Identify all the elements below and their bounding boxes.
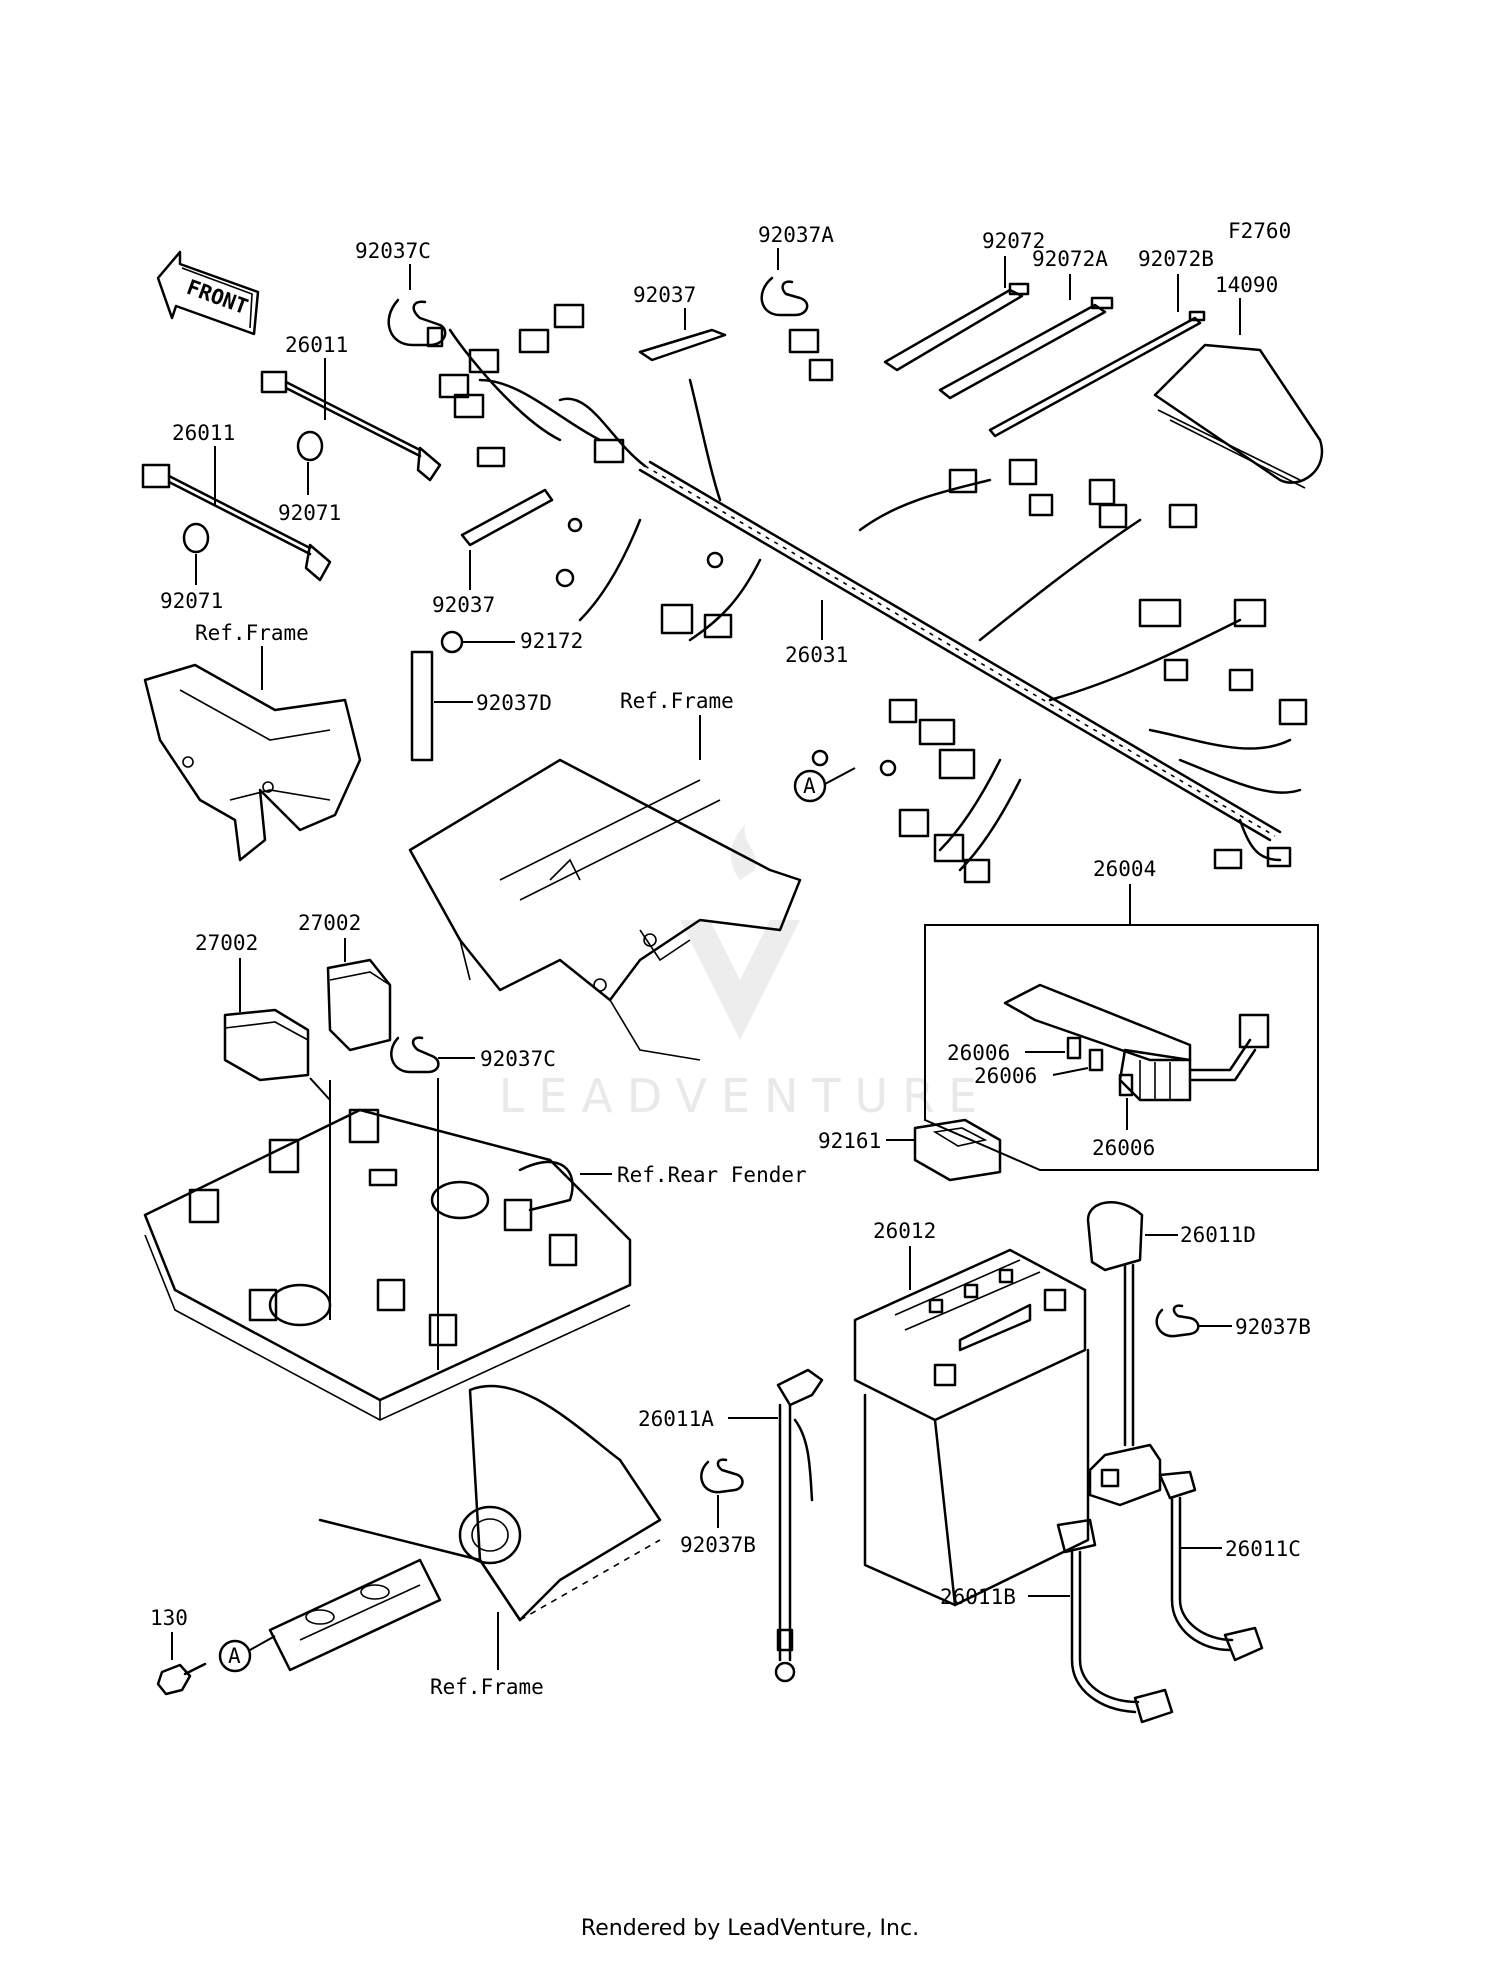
label-92037C-top: 92037C	[355, 239, 431, 263]
fuse-26006-c	[1118, 1073, 1134, 1097]
box-26004	[924, 924, 1319, 1171]
label-92037D: 92037D	[476, 691, 552, 715]
label-92072A: 92072A	[1032, 247, 1108, 271]
label-92037B-left: 92037B	[680, 1533, 756, 1557]
label-26004: 26004	[1093, 857, 1156, 881]
leadventure-watermark: LEADVENTURE	[499, 825, 992, 1123]
label-92037B-right: 92037B	[1235, 1315, 1311, 1339]
grommet-92071-upper	[296, 430, 324, 462]
ref-frame-top: Ref.Frame	[195, 621, 309, 645]
lead-26011-upper	[260, 370, 442, 482]
callout-A-harness-text: A	[803, 774, 816, 798]
tie-strap-92072	[883, 282, 1030, 372]
strip-92037-top	[638, 328, 727, 362]
label-26006-c: 26006	[1092, 1136, 1155, 1160]
label-92072: 92072	[982, 229, 1045, 253]
clamp-92037B-left	[700, 1458, 744, 1494]
callout-A-bottom	[218, 1639, 252, 1673]
callout-A-bottom-text: A	[228, 1644, 241, 1668]
label-92037-top: 92037	[633, 283, 696, 307]
frame-mid	[408, 758, 802, 1061]
cable-26011B	[1056, 1518, 1174, 1724]
ref-rear-fender: Ref.Rear Fender	[617, 1163, 807, 1187]
ref-frame-bottom: Ref.Frame	[430, 1675, 544, 1699]
footer-credit: Rendered by LeadVenture, Inc.	[580, 1916, 920, 1941]
bolt-92172	[440, 630, 464, 654]
frame-bracket-top	[143, 663, 362, 862]
label-26011-lower: 26011	[172, 421, 235, 445]
label-14090: 14090	[1215, 273, 1278, 297]
label-92037C-mid: 92037C	[480, 1047, 556, 1071]
lead-26011-lower	[141, 463, 332, 582]
watermark-text: LEADVENTURE	[499, 1069, 992, 1123]
label-27002-lower: 27002	[195, 931, 258, 955]
main-harness-26031	[438, 303, 1308, 884]
label-26011D: 26011D	[1180, 1223, 1256, 1247]
label-92037A: 92037A	[758, 223, 834, 247]
battery-tray	[143, 1108, 632, 1421]
fuse-26006-b	[1088, 1048, 1104, 1072]
clamp-92037C-mid	[390, 1036, 440, 1074]
clamp-92037B-right	[1155, 1304, 1200, 1338]
label-26006-a: 26006	[947, 1041, 1010, 1065]
label-92037-mid: 92037	[432, 593, 495, 617]
label-26011A: 26011A	[638, 1407, 714, 1431]
callout-A-harness	[793, 769, 827, 803]
bolt-130	[156, 1662, 207, 1696]
label-92071-upper: 92071	[278, 501, 341, 525]
label-92071-lower: 92071	[160, 589, 223, 613]
label-26031: 26031	[785, 643, 848, 667]
clamp-92037A	[760, 276, 809, 317]
label-26012: 26012	[873, 1219, 936, 1243]
fuse-box-26004	[1003, 983, 1270, 1102]
tie-strap-92072B	[988, 310, 1206, 438]
relay-27002-upper	[326, 958, 392, 1052]
clamp-92037C-top	[387, 298, 447, 348]
fuse-cover-92161	[913, 1118, 1002, 1182]
label-26011B: 26011B	[940, 1585, 1016, 1609]
battery-26012	[853, 1248, 1090, 1607]
cable-26011A	[774, 1368, 824, 1683]
relay-27002-lower	[223, 1008, 310, 1082]
cable-26011D	[1086, 1201, 1162, 1507]
label-26011-upper: 26011	[285, 333, 348, 357]
diagram-code: F2760	[1228, 219, 1291, 243]
strip-92037D	[410, 650, 434, 762]
cover-14090	[1153, 343, 1324, 489]
label-27002-upper: 27002	[298, 911, 361, 935]
tie-strap-92072A	[938, 296, 1114, 400]
grommet-92071-lower	[182, 522, 210, 554]
cable-26011C	[1158, 1470, 1264, 1662]
ref-frame-mid: Ref.Frame	[620, 689, 734, 713]
strip-92037-mid	[460, 488, 554, 547]
label-92072B: 92072B	[1138, 247, 1214, 271]
front-arrow: FRONT	[156, 250, 260, 336]
label-26006-b: 26006	[974, 1064, 1037, 1088]
frame-bottom	[268, 1384, 662, 1672]
label-92172: 92172	[520, 629, 583, 653]
label-130: 130	[150, 1606, 188, 1630]
label-92161: 92161	[818, 1129, 881, 1153]
fuse-26006-a	[1066, 1036, 1082, 1060]
label-26011C: 26011C	[1225, 1537, 1301, 1561]
